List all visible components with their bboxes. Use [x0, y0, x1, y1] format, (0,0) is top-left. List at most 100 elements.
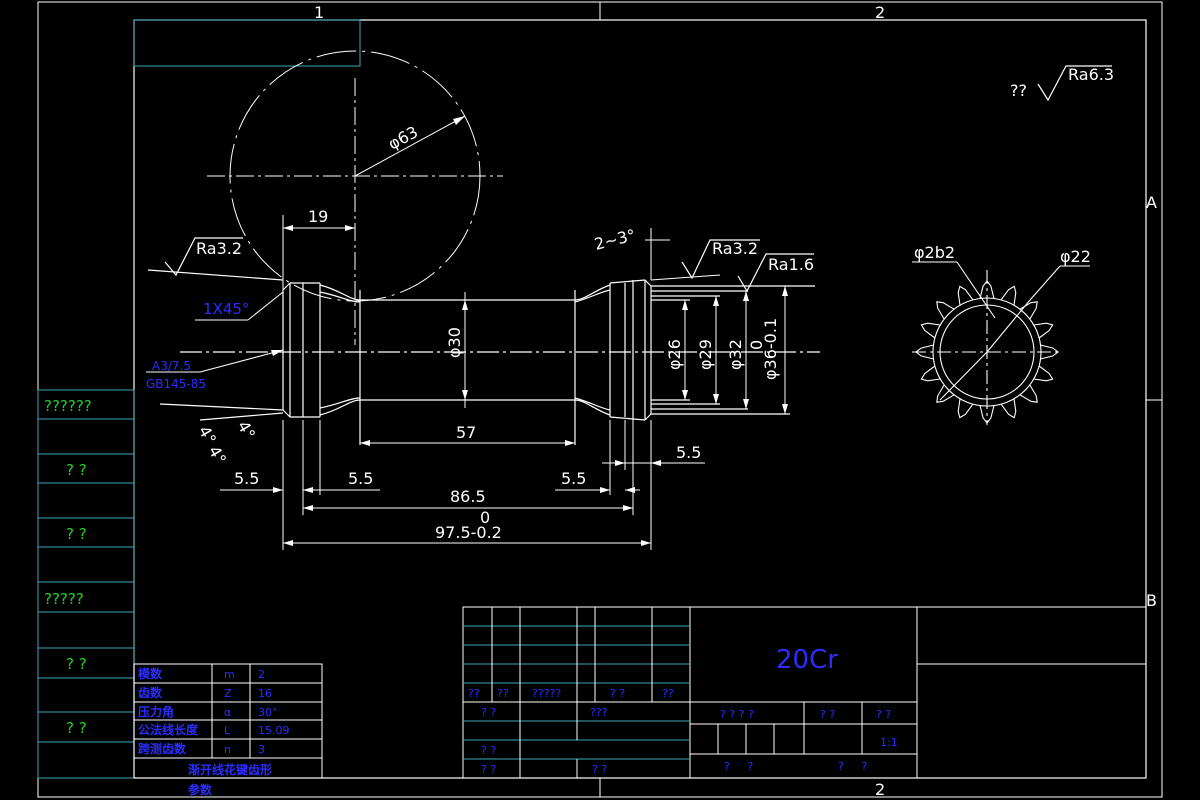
- title-r4c1: ? ?: [481, 763, 496, 776]
- spline-tooth: [1000, 398, 1017, 419]
- title-mid-c: ? ?: [876, 708, 891, 721]
- spline-tooth: [957, 398, 974, 419]
- roughness-right-1: Ra3.2: [712, 239, 758, 258]
- title-r4c2: ? ?: [592, 763, 607, 776]
- title-header-4: ? ?: [610, 687, 625, 700]
- title-block: 20Cr ?? ?? ????? ? ? ?? ? ? ??? ? ? ? ? …: [462, 606, 1147, 779]
- param-name: 跨测齿数: [138, 741, 187, 756]
- spline-tooth: [1019, 301, 1038, 320]
- dim-len55-left2: 5.5: [348, 469, 373, 488]
- zone-label-bottom-2: 2: [875, 780, 885, 799]
- angle-4b: 4°: [205, 443, 231, 468]
- right-top-annotations: 2~3° Ra3.2 Ra1.6: [592, 225, 814, 293]
- title-header-1: ??: [468, 687, 480, 700]
- dim-d36-upper: 0: [747, 340, 766, 350]
- spline-tooth: [936, 384, 955, 403]
- param-symbol: m: [224, 668, 235, 681]
- dim-d30: φ30: [445, 327, 464, 358]
- spline-teeth: [915, 280, 1059, 424]
- dim-d36: φ36-0.1: [761, 318, 780, 380]
- general-roughness: ?? Ra6.3: [1010, 65, 1114, 102]
- dim-taper: 2~3°: [592, 225, 637, 254]
- title-mid-b: ? ?: [820, 708, 835, 721]
- dim-19: 19: [282, 207, 355, 290]
- left-margin-column: ?????? ? ? ? ? ????? ? ? ? ?: [37, 389, 135, 779]
- dim-len975-upper: 0: [480, 508, 490, 527]
- zone-label-top-1: 1: [314, 3, 324, 22]
- param-symbol: L: [224, 724, 231, 737]
- zone-label-right-a: A: [1146, 193, 1157, 212]
- dim-chamfer: 1X45°: [203, 300, 249, 318]
- spline-tooth: [1019, 384, 1038, 403]
- diameter-dims: φ30 φ26 φ29 φ32 φ36-0.1 0: [445, 286, 788, 414]
- param-value: 15.09: [258, 724, 290, 737]
- param-value: 2: [258, 668, 265, 681]
- center-hole-spec: A3/7.5: [152, 359, 191, 373]
- left-column-cell-2: ? ?: [66, 461, 87, 479]
- drawing-frame: 1 2 2 A B: [37, 1, 1163, 799]
- general-roughness-mark: ??: [1010, 81, 1027, 100]
- zone-label-top-2: 2: [875, 3, 885, 22]
- title-header-3: ?????: [532, 687, 561, 700]
- param-name: 齿数: [138, 685, 163, 700]
- param-value: 30°: [258, 706, 278, 719]
- spline-tooth: [1000, 285, 1017, 306]
- param-name: 公法线长度: [138, 722, 199, 737]
- title-r1c1: ? ?: [481, 706, 496, 719]
- center-hole-standard: GB145-85: [146, 377, 206, 391]
- dim-len57: 57: [456, 423, 476, 442]
- dim-d22: φ22: [1060, 247, 1091, 266]
- spline-tooth: [936, 301, 955, 320]
- dim-len975: 97.5-0.2: [435, 523, 502, 542]
- dim-d26: φ26: [665, 339, 684, 370]
- roughness-left: Ra3.2: [196, 239, 242, 258]
- dim-len865: 86.5: [450, 487, 486, 506]
- title-bottom-b: ? ?: [838, 760, 867, 773]
- spline-shaft-body: [147, 269, 820, 445]
- spline-tooth: [979, 280, 995, 299]
- spline-tooth: [979, 405, 995, 424]
- title-bottom-a: ? ?: [724, 760, 753, 773]
- param-name: 压力角: [138, 704, 174, 719]
- param-symbol: Z: [224, 687, 232, 700]
- dim-len55-mid: 5.5: [561, 469, 586, 488]
- left-annotations: Ra3.2 1X45° A3/7.5 GB145-85 4° 4° 4°: [146, 237, 284, 468]
- spline-tooth: [915, 344, 934, 360]
- material-label: 20Cr: [776, 645, 838, 675]
- dim-len55-right: 5.5: [676, 443, 701, 462]
- left-column-cell-4: ?????: [44, 590, 84, 608]
- general-roughness-value: Ra6.3: [1068, 65, 1114, 84]
- param-symbol: α: [224, 706, 231, 719]
- spline-tooth: [1040, 344, 1059, 360]
- title-r1c2: ???: [590, 706, 608, 719]
- param-table-footer-2: 参数: [188, 782, 213, 797]
- spline-tooth: [920, 365, 941, 382]
- param-value: 16: [258, 687, 272, 700]
- zone-label-right-b: B: [1146, 591, 1157, 610]
- dim-d63: φ63: [385, 122, 421, 153]
- title-r3c1: ? ?: [481, 744, 496, 757]
- spline-tooth: [1033, 322, 1054, 339]
- dim-len19: 19: [308, 207, 328, 226]
- left-column-cell-5: ? ?: [66, 655, 87, 673]
- title-scale: 1:1: [880, 736, 898, 749]
- title-mid-a: ? ? ? ?: [720, 708, 754, 721]
- angle-4c: 4°: [234, 418, 260, 443]
- title-header-2: ??: [497, 687, 509, 700]
- left-column-cell-3: ? ?: [66, 525, 87, 543]
- roughness-right-2: Ra1.6: [768, 255, 814, 274]
- dim-d29: φ29: [696, 339, 715, 370]
- param-name: 模数: [138, 666, 163, 681]
- left-column-cell-1: ??????: [44, 397, 92, 415]
- param-value: 3: [258, 743, 265, 756]
- spline-tooth: [1033, 365, 1054, 382]
- dim-d32: φ32: [726, 339, 745, 370]
- param-table-footer-1: 渐开线花键齿形: [188, 762, 272, 777]
- title-header-5: ??: [662, 687, 674, 700]
- dim-len55-left1: 5.5: [234, 469, 259, 488]
- angle-4a: 4°: [195, 423, 221, 448]
- spline-cross-section: φ22 φ2b2: [912, 243, 1091, 425]
